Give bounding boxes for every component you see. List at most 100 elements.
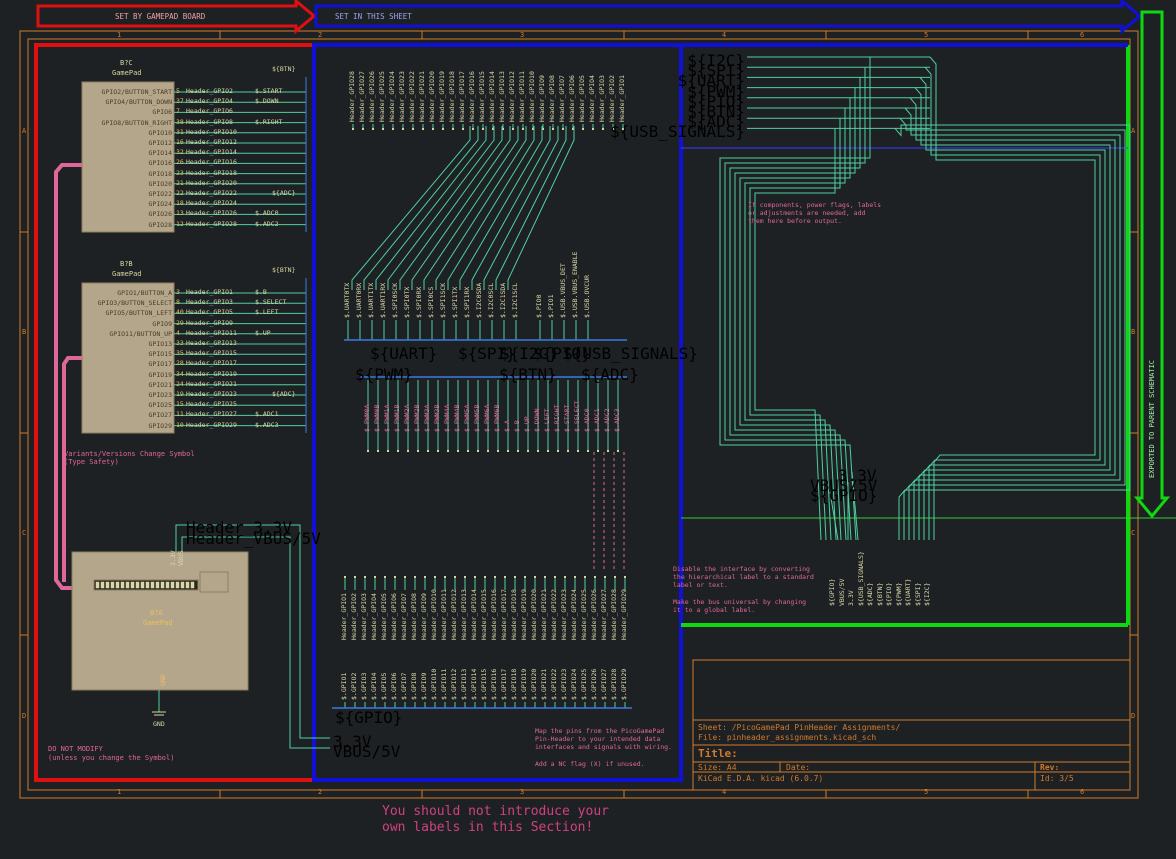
pwm-label: $.PWM5B xyxy=(473,404,481,432)
frame-row-label: A xyxy=(1131,126,1136,135)
symbol-value: GamePad xyxy=(112,270,142,278)
header-pin xyxy=(125,581,130,589)
header-bottom-label: Header_GPIO11 xyxy=(440,589,448,640)
symbol-pin-name: GPIO5/BUTTON_LEFT xyxy=(105,309,172,318)
pwm-label: $.PWM1B xyxy=(393,404,401,432)
terminal xyxy=(562,128,564,130)
gpio-label: $.GPIO1 xyxy=(340,672,348,700)
header-top-label: Header_GPIO16 xyxy=(468,71,476,122)
frame-row-label: A xyxy=(22,126,27,135)
header-pin xyxy=(115,581,120,589)
interface-label: $.SPI0SCK xyxy=(391,282,399,318)
power-wire-vbus xyxy=(181,536,330,749)
power-wire xyxy=(829,491,839,541)
hier-label-top: ${PWM} xyxy=(687,81,745,101)
symbol-pin-number: 3 xyxy=(176,288,180,296)
pin-net-label: Header_GPIO17 xyxy=(186,359,237,368)
gpio-label: $.GPIO10 xyxy=(430,668,438,700)
hier-label-top: ${USB_SIGNALS} xyxy=(610,122,745,142)
header-bottom-label: Header_GPIO6 xyxy=(390,593,398,640)
header-top-label: Header_GPIO22 xyxy=(408,71,416,122)
header-bottom-label: Header_GPIO26 xyxy=(590,589,598,640)
symbol-pin-name: GPIO26 xyxy=(148,210,172,219)
interface-label: $.I2C1SDA xyxy=(499,282,507,318)
terminal xyxy=(624,576,626,578)
pwm-label: $.PWM4B xyxy=(453,404,461,432)
title-block xyxy=(692,659,1131,791)
usb-connector xyxy=(199,571,229,593)
symbol-pin-number: 12 xyxy=(176,219,184,228)
pin-net-label: Header_GPIO19 xyxy=(186,369,237,378)
header-pin xyxy=(95,581,100,589)
header-bottom-label: Header_GPIO15 xyxy=(480,589,488,640)
symbol-pin-number: 11 xyxy=(176,410,184,419)
pwm-label: $.PWM4A xyxy=(443,404,451,432)
pin-net-label: Header_GPIO6 xyxy=(186,107,233,116)
gpio-label: $.GPIO19 xyxy=(520,668,528,700)
pwm-label: $.B xyxy=(513,420,521,432)
title-tool: KiCad E.D.A. kicad (6.0.7) xyxy=(698,774,824,783)
hier-label-bottom: ${PIO} xyxy=(885,582,893,606)
bus-member-label: $.RIGHT xyxy=(255,117,283,126)
header-pin xyxy=(190,581,195,589)
symbol-pin-number: 34 xyxy=(176,369,184,378)
gpio-label: $.GPIO26 xyxy=(590,668,598,700)
terminal xyxy=(532,128,534,130)
hier-label-bottom: 3.3V xyxy=(847,590,855,606)
symbol-pin-number: 4 xyxy=(176,328,180,337)
header-bottom-label: Header_GPIO29 xyxy=(620,589,628,640)
terminal xyxy=(464,576,466,578)
symbol-pin-name: GPIO2/BUTTON_START xyxy=(101,88,172,96)
symbol-ref: B?B xyxy=(120,260,133,268)
route-wire xyxy=(909,97,1116,540)
header-top-label: Header_GPIO12 xyxy=(508,71,516,122)
pin-net-label: Header_GPIO27 xyxy=(186,410,237,419)
header-top-label: Header_GPIO27 xyxy=(358,71,366,122)
hier-label-top: ${BTN} xyxy=(687,102,745,121)
note-disable: label or text. xyxy=(673,581,728,589)
terminal xyxy=(402,128,404,130)
symbol-pin-name: GPIO9 xyxy=(152,319,172,328)
symbol-pin-name: GPIO22 xyxy=(148,190,172,198)
terminal xyxy=(454,576,456,578)
note-footer: You should not introduce your xyxy=(382,804,609,819)
main-pin-3v3: 3.3V xyxy=(169,550,177,566)
note-components: them here before output. xyxy=(748,217,842,225)
pwm-label: $.PWM3B xyxy=(433,404,441,432)
symbol-pin-number: 5 xyxy=(176,87,180,95)
bus-member-label: $.ADC2 xyxy=(255,219,279,228)
interface-label: $.UART0TX xyxy=(343,282,351,318)
terminal xyxy=(387,450,389,452)
hier-label-bottom: ${ADC} xyxy=(866,582,874,606)
gpio-bus-label: ${GPIO} xyxy=(335,708,403,727)
pin-net-label: Header_GPIO21 xyxy=(186,379,237,388)
note-footer: own labels in this Section! xyxy=(382,820,594,835)
terminal xyxy=(474,576,476,578)
pwm-label: $.PWM3A xyxy=(423,404,431,432)
hier-label-bottom: ${UART} xyxy=(904,578,912,606)
interface-label: $.PIO0 xyxy=(535,294,543,318)
terminal xyxy=(447,450,449,452)
header-bottom-label: Header_GPIO24 xyxy=(570,589,578,640)
gpio-label: $.GPIO12 xyxy=(450,668,458,700)
main-value: GamePad xyxy=(143,619,173,627)
note-do-not-modify: (unless you change the Symbol) xyxy=(48,754,175,762)
pwm-label: $.A xyxy=(503,420,511,432)
header-top-label: Header_GPIO24 xyxy=(388,71,396,122)
header-pin xyxy=(185,581,190,589)
symbol-pin-number: 23 xyxy=(176,168,184,177)
hier-label-top: ${PIO} xyxy=(687,91,745,111)
interface-bus-label: ${UART} xyxy=(370,344,438,363)
route-wire xyxy=(919,77,1106,540)
terminal xyxy=(412,128,414,130)
symbol-pin-name: GPIO12 xyxy=(148,139,172,147)
pwm-label: $.PWM6B xyxy=(493,404,501,432)
hier-label-bottom: ${GPIO} xyxy=(828,578,836,606)
interface-label: $.SPI1TX xyxy=(451,286,459,318)
symbol-pin-number: 33 xyxy=(176,339,184,347)
symbol-pin-name: GPIO13 xyxy=(148,340,172,348)
symbol-pin-name: GPIO25 xyxy=(148,401,172,410)
terminal xyxy=(584,576,586,578)
pin-net-label: Header_GPIO20 xyxy=(186,178,237,187)
header-pin xyxy=(155,581,160,589)
